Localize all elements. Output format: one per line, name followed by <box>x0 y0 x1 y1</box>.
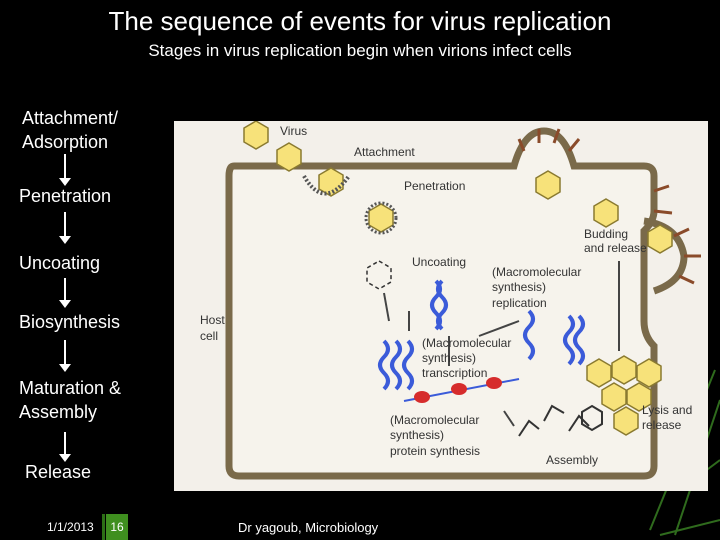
step-uncoating: Uncoating <box>19 253 101 273</box>
label-virus: Virus <box>280 124 307 138</box>
down-arrow-icon <box>59 212 71 244</box>
label-transcription-2: synthesis) <box>422 351 476 365</box>
replication-diagram: Virus Attachment Penetration Budding and… <box>200 120 701 480</box>
slide-subtitle: Stages in virus replication begin when v… <box>148 41 572 60</box>
step-maturation-assembly: Maturation & Assembly <box>19 378 122 422</box>
footer-author: Dr yagoub, Microbiology <box>238 520 379 535</box>
process-arrows <box>383 261 620 427</box>
down-arrow-icon <box>59 432 71 462</box>
label-lysis-1: Lysis and <box>642 403 692 417</box>
label-protein-3: protein synthesis <box>390 444 480 458</box>
label-host-2: cell <box>200 329 218 343</box>
label-protein-1: (Macromolecular <box>390 413 479 427</box>
step-penetration: Penetration <box>19 186 112 206</box>
label-penetration: Penetration <box>404 179 465 193</box>
slide-title: The sequence of events for virus replica… <box>108 6 612 36</box>
down-arrow-icon <box>59 278 71 308</box>
slide-number: 16 <box>106 514 128 540</box>
label-replication-1: (Macromolecular <box>492 265 581 279</box>
label-replication-3: replication <box>492 296 547 310</box>
label-attachment: Attachment <box>354 145 415 159</box>
footer-date: 1/1/2013 <box>47 520 94 534</box>
label-budding-1: Budding <box>584 227 628 241</box>
label-budding-2: and release <box>584 241 647 255</box>
step-release: Release <box>25 462 92 482</box>
down-arrow-icon <box>59 340 71 372</box>
slide-number-bar <box>102 514 105 540</box>
label-protein-2: synthesis) <box>390 428 444 442</box>
step-biosynthesis: Biosynthesis <box>19 312 121 332</box>
label-lysis-2: release <box>642 418 682 432</box>
label-assembly: Assembly <box>546 453 598 467</box>
down-arrow-icon <box>59 154 71 186</box>
label-uncoating: Uncoating <box>412 255 466 269</box>
assembly-components <box>518 404 603 437</box>
virus-replication-figure: Virus Attachment Penetration Budding and… <box>174 120 708 491</box>
label-transcription-3: transcription <box>422 366 487 380</box>
label-transcription-1: (Macromolecular <box>422 336 511 350</box>
label-replication-2: synthesis) <box>492 280 546 294</box>
ribosomes <box>403 377 520 403</box>
nucleic-acid-strands <box>378 279 585 391</box>
label-host-1: Host <box>200 313 225 327</box>
step-attachment: Attachment/ Adsorption <box>22 108 119 152</box>
virus-particles <box>243 120 673 436</box>
